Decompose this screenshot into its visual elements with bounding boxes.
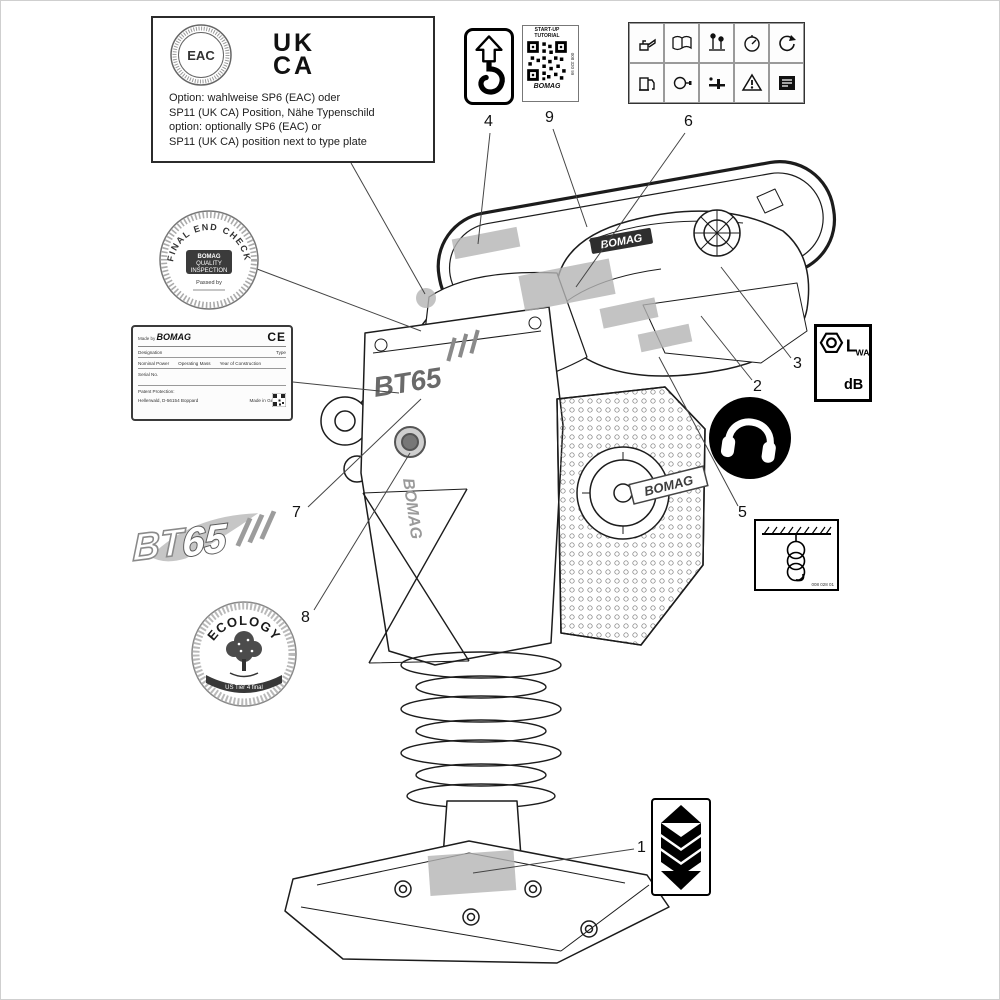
lifting-hook-icon xyxy=(475,34,505,95)
pictogram-gauge-icon xyxy=(734,23,769,63)
callout-2: 2 xyxy=(753,378,762,395)
qr-title: START-UP TUTORIAL xyxy=(534,27,560,39)
callout-6: 6 xyxy=(684,113,693,130)
type-plate-brand: BOMAG xyxy=(156,332,192,342)
callout-7: 7 xyxy=(292,504,301,521)
pictogram-throttle-icon xyxy=(699,63,734,103)
final-check-stamp: FINAL END CHECK BOMAG QUALITY INSPECTION… xyxy=(157,208,261,312)
pictogram-warning-icon xyxy=(734,63,769,103)
ear-protection-icon xyxy=(709,397,791,479)
bt65-model-decal: BT 65 xyxy=(125,504,283,572)
svg-text:WA: WA xyxy=(856,347,869,357)
vibration-direction-decal xyxy=(651,798,711,896)
type-plate-madeby: Made by xyxy=(138,336,156,341)
callout-4: 4 xyxy=(484,113,493,130)
callout-8: 8 xyxy=(301,609,310,626)
lifting-point-decal xyxy=(464,28,514,105)
svg-text:dB: dB xyxy=(844,377,863,393)
decal-placeholders xyxy=(416,226,693,896)
pictogram-levers-icon xyxy=(699,23,734,63)
qr-code-icon xyxy=(526,40,568,82)
spring-icon: 008 028 01 xyxy=(762,526,834,587)
option-note-label: EAC UK CA Option: wahlweise SP6 (EAC) od… xyxy=(151,16,435,163)
qr-brand: BOMAG xyxy=(533,83,561,90)
ear-protection-decal xyxy=(707,395,793,481)
model-stripes xyxy=(446,329,480,362)
eac-text: EAC xyxy=(187,48,215,63)
pictogram-rotate-icon xyxy=(769,23,804,63)
ecology-decal: ECOLOGY EU Stage V US Tier 4 final xyxy=(186,597,301,709)
pictogram-manual-icon xyxy=(664,23,699,63)
bt65-num-text: 65 xyxy=(182,515,228,566)
option-note-text: Option: wahlweise SP6 (EAC) oder SP11 (U… xyxy=(169,92,375,148)
svg-text:INSPECTION: INSPECTION xyxy=(191,268,228,274)
vibration-arrows-icon xyxy=(661,805,701,890)
svg-text:L: L xyxy=(846,335,857,355)
safety-instruction-decal xyxy=(628,22,805,104)
type-plate-qr-icon xyxy=(272,393,286,407)
pictogram-pullrope-icon xyxy=(664,63,699,103)
tree-icon xyxy=(226,631,262,678)
svg-text:BOMAG: BOMAG xyxy=(198,254,221,260)
eac-mark-icon: EAC xyxy=(170,24,232,86)
svg-text:EU Stage V: EU Stage V xyxy=(228,678,259,684)
sound-power-decal: L WA dB xyxy=(814,324,872,402)
svg-text:Passed by: Passed by xyxy=(196,280,222,286)
engine-brand-plate: BOMAG xyxy=(589,227,653,254)
startup-tutorial-decal: START-UP TUTORIAL BOMAG 008 320 99 xyxy=(522,25,579,102)
callout-5: 5 xyxy=(738,504,747,521)
pictogram-fuel-icon xyxy=(629,63,664,103)
svg-text:US Tier 4 final: US Tier 4 final xyxy=(225,685,263,691)
nut-icon xyxy=(819,332,844,353)
ukca-mark: UK CA xyxy=(273,29,316,80)
tamper-foot xyxy=(284,840,670,964)
callout-3: 3 xyxy=(793,355,802,372)
pictogram-oil-icon xyxy=(629,23,664,63)
svg-text:QUALITY: QUALITY xyxy=(196,261,222,267)
qr-part-number: 008 320 99 xyxy=(570,52,576,75)
pictogram-readmanual-icon xyxy=(769,63,804,103)
shockmount-decal: 008 028 01 xyxy=(754,519,839,591)
callout-1: 1 xyxy=(637,839,646,856)
bomag-roundel-decal xyxy=(394,426,426,458)
callout-9: 9 xyxy=(545,109,554,126)
ce-mark: CE xyxy=(267,330,286,344)
spring-part-number: 008 028 01 xyxy=(811,582,834,587)
bt65-bt-text: BT xyxy=(132,520,186,570)
